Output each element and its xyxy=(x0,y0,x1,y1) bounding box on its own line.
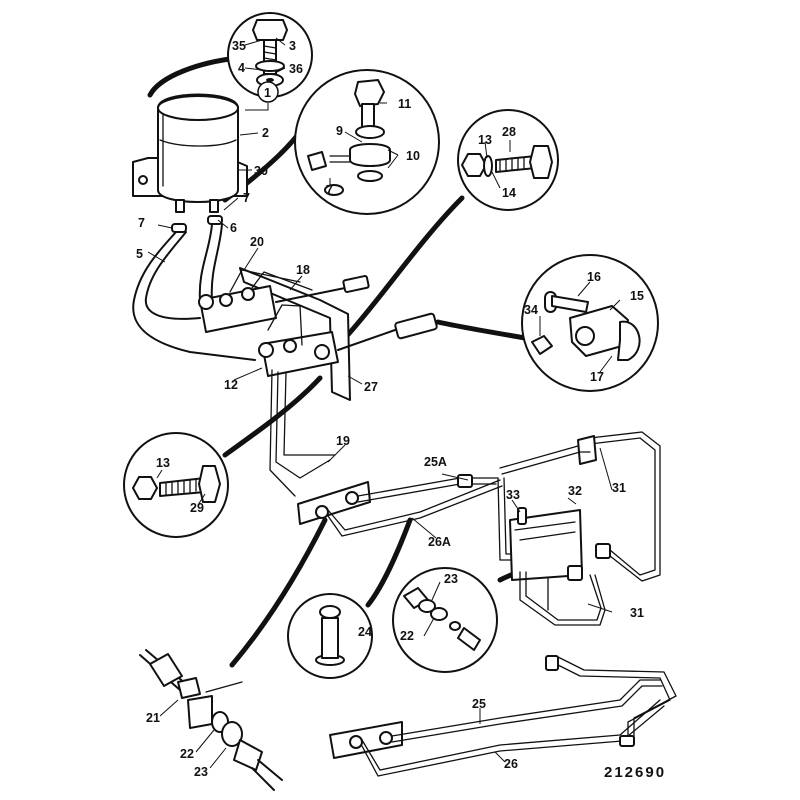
callout-labels: 35 3 4 36 1 2 30 11 9 10 7 13 28 14 7 7 … xyxy=(136,39,644,779)
callout-12: 12 xyxy=(224,378,238,392)
callout-16: 16 xyxy=(587,270,601,284)
detail-bolt-nut-washer xyxy=(457,109,559,211)
callout-17: 17 xyxy=(590,370,604,384)
callout-13-top: 13 xyxy=(478,133,492,147)
callout-34: 34 xyxy=(524,303,538,317)
callout-5: 5 xyxy=(136,247,143,261)
callout-32: 32 xyxy=(568,484,582,498)
callout-26: 26 xyxy=(504,757,518,771)
callout-30: 30 xyxy=(254,164,268,178)
callout-6: 6 xyxy=(230,221,237,235)
callout-36: 36 xyxy=(289,62,303,76)
callout-23-lower: 23 xyxy=(194,765,208,779)
callout-10: 10 xyxy=(406,149,420,163)
callout-11: 11 xyxy=(398,97,411,111)
callout-4: 4 xyxy=(238,61,245,75)
callout-2: 2 xyxy=(262,126,269,140)
callout-35: 35 xyxy=(232,39,246,53)
callout-24: 24 xyxy=(358,625,372,639)
detail-banjo-union xyxy=(294,69,440,215)
callout-29: 29 xyxy=(190,501,204,515)
callout-25: 25 xyxy=(472,697,486,711)
pipe-bracket-lower xyxy=(329,721,403,759)
callout-7-union: 7 xyxy=(326,183,333,197)
detail-bolt-29 xyxy=(123,432,229,538)
callout-1: 1 xyxy=(264,86,271,100)
callout-27: 27 xyxy=(364,380,378,394)
callout-9: 9 xyxy=(336,124,343,138)
callout-7-left: 7 xyxy=(138,216,145,230)
callout-19: 19 xyxy=(336,434,350,448)
master-cylinder-lower xyxy=(261,331,339,377)
fluid-reservoir xyxy=(157,93,239,203)
callout-31-top: 31 xyxy=(612,481,626,495)
callout-21: 21 xyxy=(146,711,160,725)
callout-20: 20 xyxy=(250,235,264,249)
callout-18: 18 xyxy=(296,263,310,277)
callout-1-ring xyxy=(257,81,279,103)
pipe-run-lower xyxy=(329,655,677,777)
callout-33: 33 xyxy=(506,488,520,502)
reservoir-assembly xyxy=(132,93,256,361)
master-cylinder-assembly xyxy=(198,267,438,497)
detail-bleed-nipple xyxy=(287,593,373,679)
callout-26A: 26A xyxy=(428,535,451,549)
pipe-union-lower-left xyxy=(139,649,283,791)
callout-3: 3 xyxy=(289,39,296,53)
callout-13-mid: 13 xyxy=(156,456,170,470)
callout-23-detail: 23 xyxy=(444,572,458,586)
hose-clip xyxy=(171,223,187,233)
callout-7-right: 7 xyxy=(243,191,250,205)
hose-clip xyxy=(207,215,223,225)
callout-14: 14 xyxy=(502,186,516,200)
leader-lines xyxy=(147,37,621,769)
callout-31-bottom: 31 xyxy=(630,606,644,620)
callout-22-detail: 22 xyxy=(400,629,414,643)
callout-25A: 25A xyxy=(424,455,447,469)
callout-22-lower: 22 xyxy=(180,747,194,761)
detail-banjo-23-22 xyxy=(392,567,498,673)
figure-reference-number: 212690 xyxy=(604,764,666,781)
callout-15: 15 xyxy=(630,289,644,303)
callout-28: 28 xyxy=(502,125,516,139)
detail-clevis-pin xyxy=(521,254,659,392)
pipe-run-middle xyxy=(297,431,661,626)
